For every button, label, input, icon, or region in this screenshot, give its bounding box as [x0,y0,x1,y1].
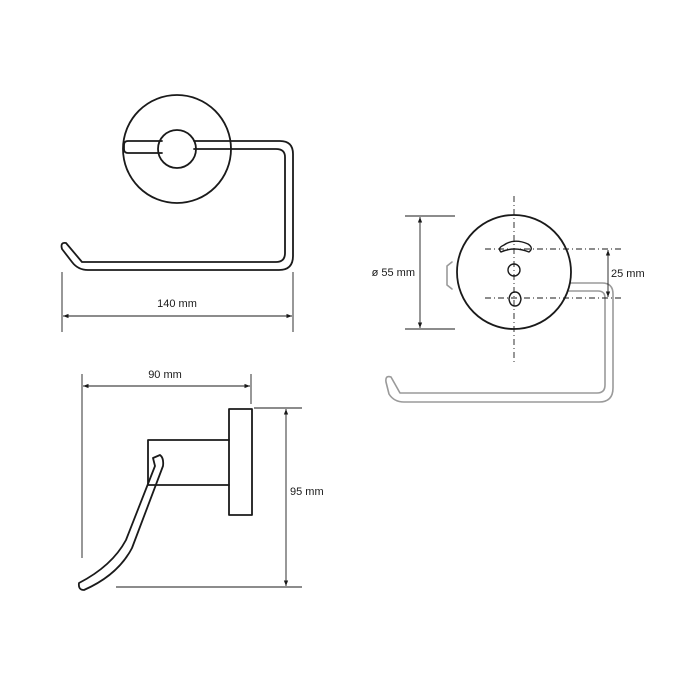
lower-mounting-hole [508,291,522,307]
hole-spacing-dimension-label: 25 mm [611,268,645,280]
wall-plate-side [228,408,253,516]
side-view: 90 mm 95 mm [77,369,324,591]
arm-body-side [147,439,230,486]
paper-holder-arm-rear [385,282,614,403]
rear-rosette [456,214,572,330]
rosette-edge-detail [446,261,453,290]
upper-mounting-slot [498,240,532,253]
arm-hub [157,129,197,169]
paper-holder-arm [60,140,294,271]
diameter-dimension-label: ø 55 mm [372,267,415,279]
front-view: 140 mm [60,94,294,332]
bent-arm-side [77,454,165,591]
center-hole [507,263,521,277]
depth-dimension-label: 90 mm [148,369,182,381]
height-dimension-label: 95 mm [290,486,324,498]
rear-view: ø 55 mm 25 mm [372,196,645,403]
arm-stub-left [123,140,163,154]
width-dimension-label: 140 mm [157,298,197,310]
